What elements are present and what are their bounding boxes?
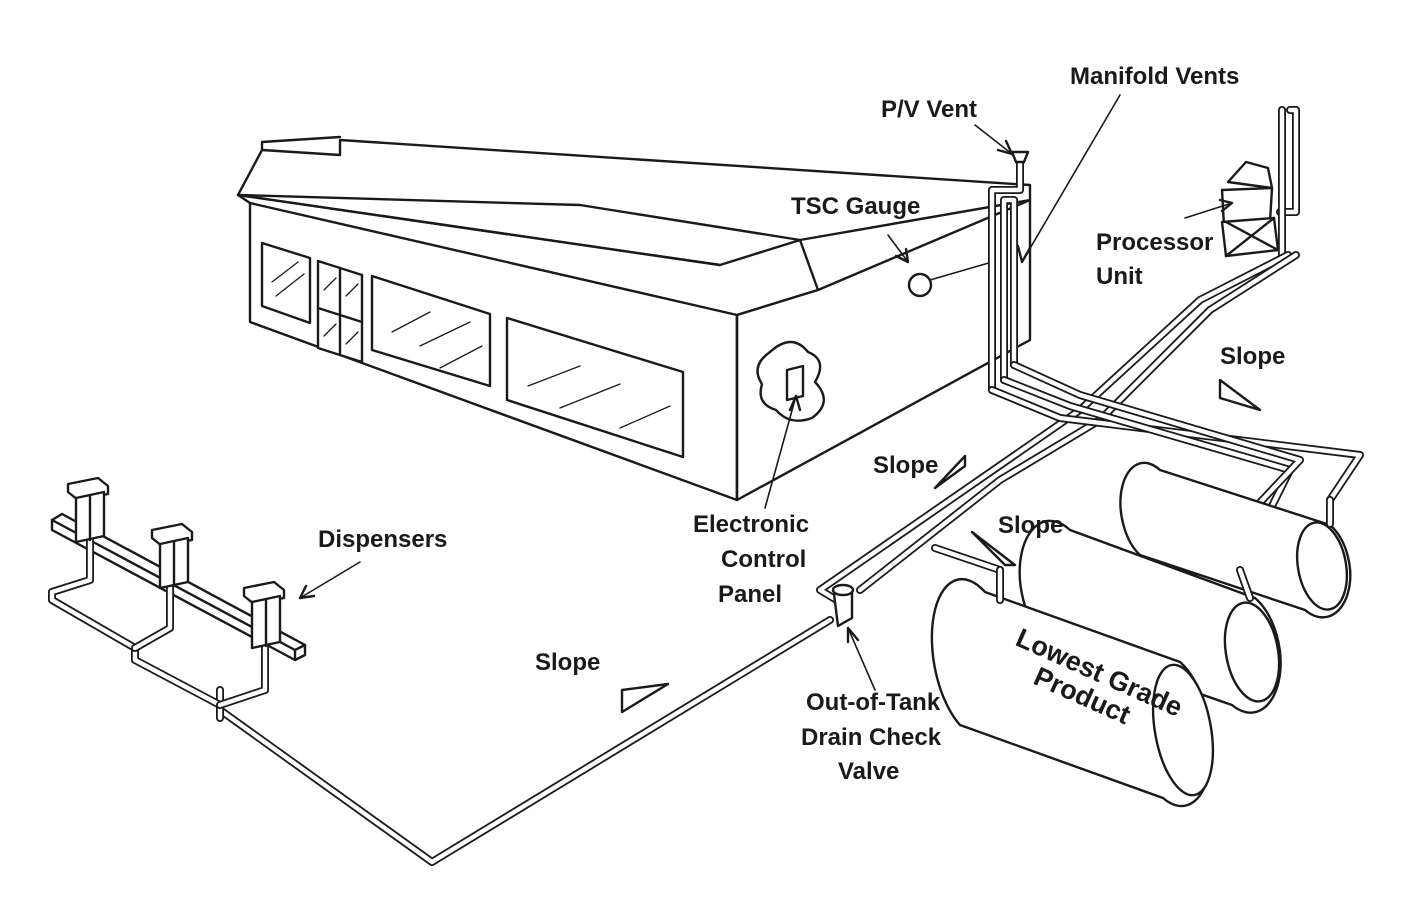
slope-wedge-bottom xyxy=(620,682,670,714)
label-slope-right: Slope xyxy=(1220,343,1285,370)
window-2 xyxy=(370,274,492,388)
label-unit: Unit xyxy=(1096,263,1143,290)
slope-wedge-tanks xyxy=(970,530,1017,567)
electronic-control-panel-box xyxy=(785,364,805,402)
window-1 xyxy=(260,241,312,325)
label-slope-center: Slope xyxy=(873,452,938,479)
window-3 xyxy=(505,316,685,459)
label-control: Control xyxy=(721,546,806,573)
label-drain-check: Drain Check xyxy=(801,724,942,751)
slope-wedge-center xyxy=(933,454,967,490)
label-valve: Valve xyxy=(838,758,899,785)
label-electronic: Electronic xyxy=(693,511,809,538)
processor-unit xyxy=(1220,106,1300,259)
label-manifold-vents: Manifold Vents xyxy=(1070,63,1239,90)
dispenser-island xyxy=(48,476,307,722)
vent-stack xyxy=(988,150,1030,394)
tank-3 xyxy=(1119,461,1352,619)
dispenser-3 xyxy=(242,580,286,650)
label-processor: Processor xyxy=(1096,229,1213,256)
label-pv-vent: P/V Vent xyxy=(881,96,977,123)
label-panel: Panel xyxy=(718,581,782,608)
label-slope-bottom: Slope xyxy=(535,649,600,676)
labels: Manifold Vents P/V Vent TSC Gauge Proces… xyxy=(318,63,1285,785)
dispenser-1 xyxy=(66,476,110,544)
label-out-of-tank: Out-of-Tank xyxy=(806,689,941,716)
dispenser-2 xyxy=(150,522,194,590)
slope-wedge-right xyxy=(1218,378,1262,412)
pv-vent-cap xyxy=(1010,150,1030,164)
label-slope-tanks: Slope xyxy=(998,512,1063,539)
label-dispensers: Dispensers xyxy=(318,526,447,553)
station-building xyxy=(236,135,1032,502)
tsc-gauge xyxy=(907,272,933,298)
storage-tanks: Lowest Grade Product xyxy=(930,461,1352,808)
leader-lines xyxy=(298,94,1234,691)
label-tsc-gauge: TSC Gauge xyxy=(791,193,920,220)
